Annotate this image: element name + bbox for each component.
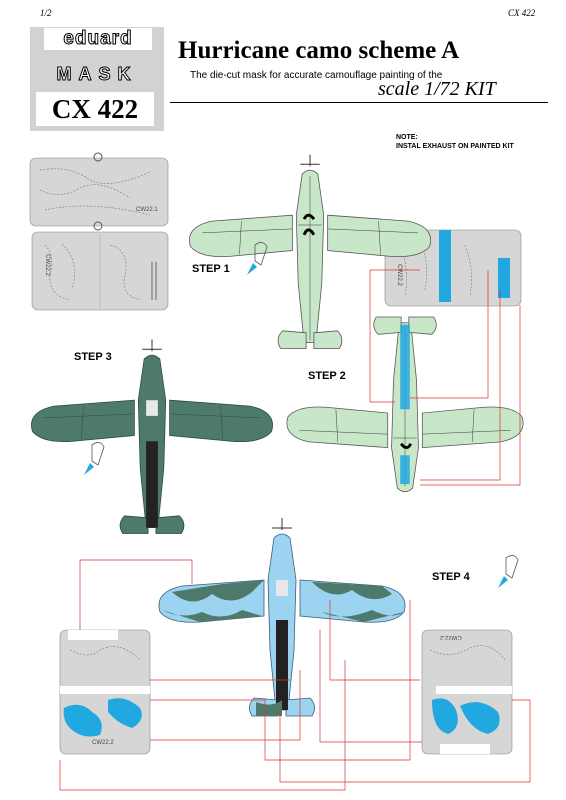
assembly-note: NOTE: INSTAL EXHAUST ON PAINTED KIT: [396, 133, 514, 151]
mask-sheet-1: [29, 152, 169, 227]
plane-step-1: [188, 154, 432, 349]
title-rule: [170, 102, 548, 103]
sheet-2-label: CW22.2: [43, 254, 50, 276]
plane-step-2: [286, 316, 524, 493]
product-code: CX 422: [36, 92, 154, 126]
product-line-label: MASK: [56, 64, 138, 85]
step-2-label: STEP 2: [308, 370, 346, 382]
leader-lines: [59, 269, 531, 791]
note-text: INSTAL EXHAUST ON PAINTED KIT: [396, 143, 514, 150]
plane-step-3: [30, 339, 274, 534]
mask-sheet-5: [421, 629, 513, 755]
page-code: CX 422: [508, 8, 536, 18]
airbrush-icon: [84, 242, 519, 588]
plane-step-4: [158, 518, 406, 717]
page-subtitle: The die-cut mask for accurate camouflage…: [190, 70, 443, 81]
sheet-3-label: CW22.2: [395, 264, 402, 286]
page-number: 1/2: [40, 8, 52, 18]
sheet-1-label: CW22.1: [136, 207, 158, 213]
step-3-label: STEP 3: [74, 351, 112, 363]
note-heading: NOTE:: [396, 134, 418, 141]
step-1-label: STEP 1: [192, 263, 230, 275]
brand-logo: eduard: [44, 28, 152, 50]
sheet-5-label: CW22.2: [440, 634, 462, 640]
sheet-4-label: CW22.2: [92, 740, 114, 746]
step-4-label: STEP 4: [432, 571, 470, 583]
mask-sheet-4: [59, 629, 151, 755]
page-title: Hurricane camo scheme A: [178, 37, 460, 64]
kit-scale: scale 1/72 KIT: [378, 78, 496, 100]
mask-sheet-2: [31, 221, 169, 311]
